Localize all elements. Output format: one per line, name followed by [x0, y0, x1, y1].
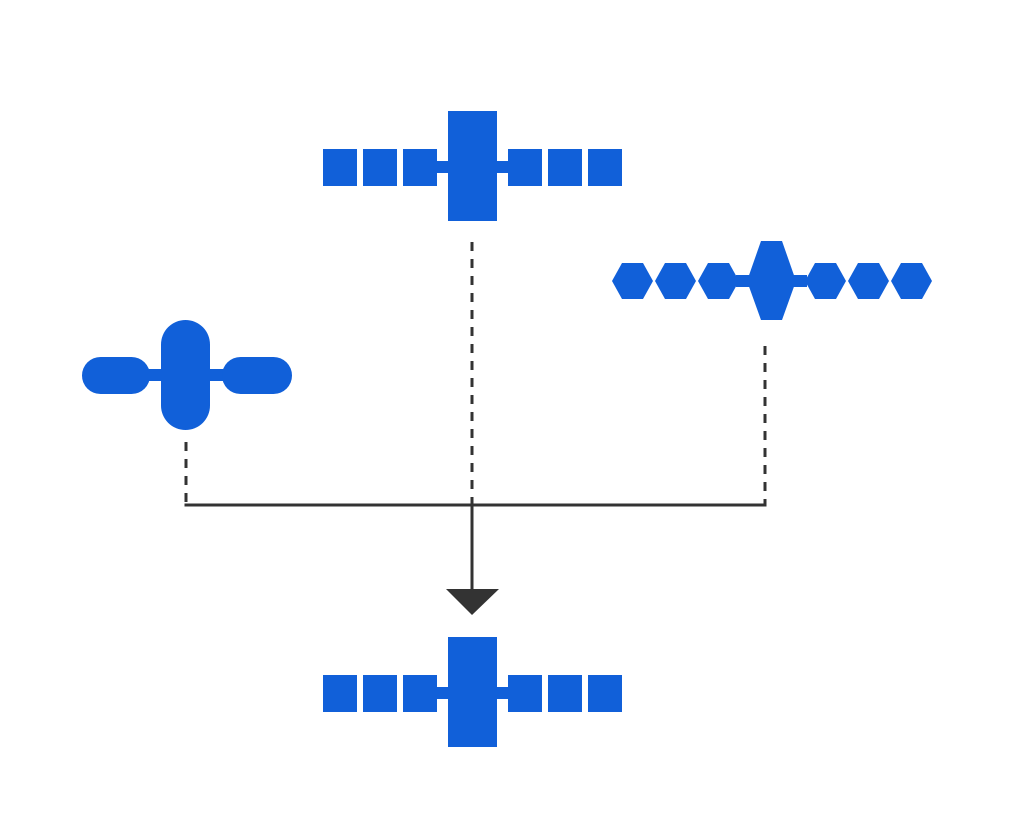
solar-panel: [805, 263, 846, 299]
satellite-right: [612, 241, 932, 320]
satellite-square-panels-icon: [323, 111, 622, 221]
solar-panel: [548, 675, 582, 712]
solar-panel: [363, 149, 397, 186]
solar-panel: [82, 357, 150, 394]
panel-strut: [793, 275, 807, 287]
solar-panel: [403, 149, 437, 186]
panel-strut: [495, 161, 509, 173]
satellite-hexagon-panels-icon: [612, 241, 932, 320]
solar-panel: [612, 263, 653, 299]
panel-strut: [736, 275, 750, 287]
satellite-top: [323, 111, 622, 221]
satellite-bottom: [323, 637, 622, 747]
solar-panel: [588, 149, 622, 186]
solar-panel: [655, 263, 696, 299]
solar-panel: [323, 675, 357, 712]
connectors: [184, 242, 767, 590]
solar-panel: [698, 263, 739, 299]
solar-panel: [891, 263, 932, 299]
panel-strut: [436, 687, 450, 699]
solar-panel: [363, 675, 397, 712]
solar-panel: [548, 149, 582, 186]
solar-panel: [508, 675, 542, 712]
satellite-square-panels-icon: [323, 637, 622, 747]
panel-strut: [495, 687, 509, 699]
solar-panel: [403, 675, 437, 712]
panel-strut: [146, 369, 164, 381]
satellite-body: [448, 111, 497, 221]
satellite-body: [448, 637, 497, 747]
panel-strut: [207, 369, 225, 381]
panel-strut: [436, 161, 450, 173]
satellite-capsule-panels-icon: [82, 320, 292, 430]
solar-panel: [508, 149, 542, 186]
satellite-left: [82, 320, 292, 430]
arrow-down-icon: [446, 589, 499, 615]
satellite-body: [747, 241, 796, 320]
solar-panel: [222, 357, 292, 394]
solar-panel: [588, 675, 622, 712]
solar-panel: [323, 149, 357, 186]
solar-panel: [848, 263, 889, 299]
satellite-body: [161, 320, 210, 430]
